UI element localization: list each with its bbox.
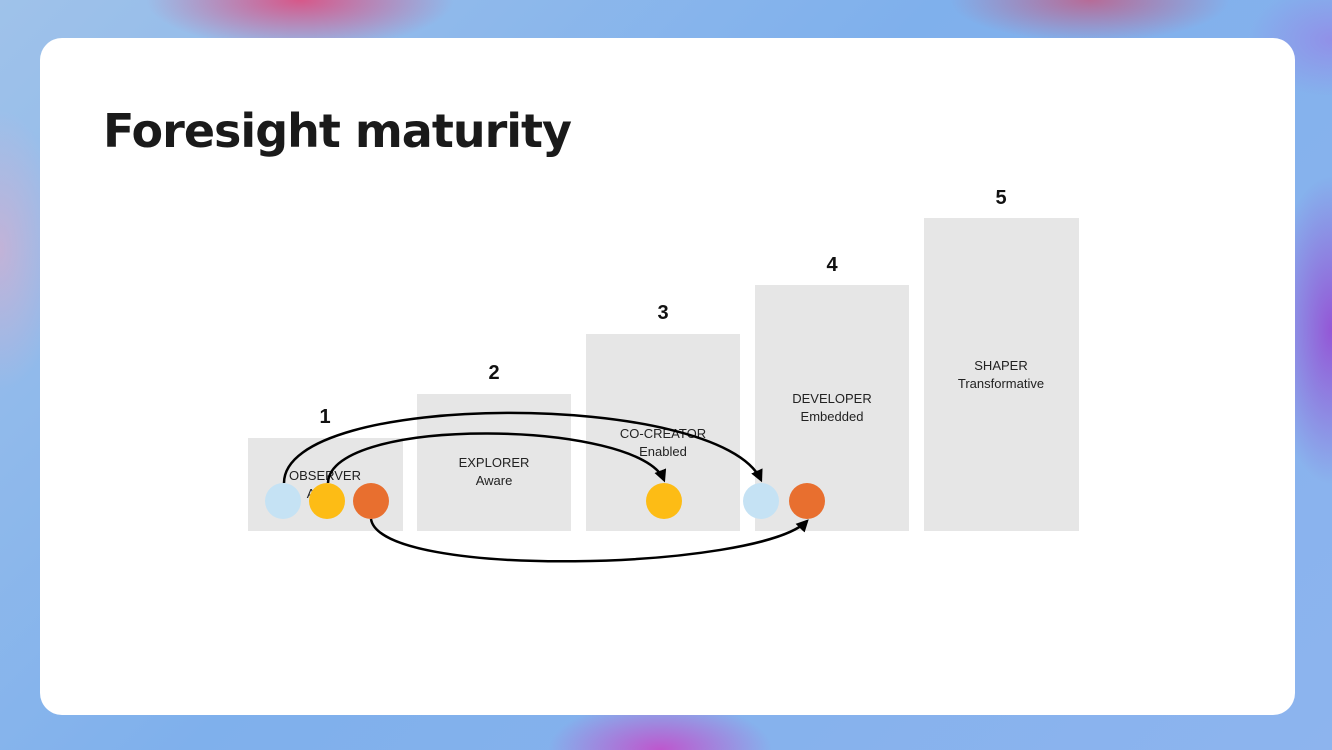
stage-5-level: Transformative (958, 376, 1044, 391)
stage-3-level: Enabled (639, 444, 687, 459)
stage-5-number: 5 (995, 187, 1006, 209)
light-blue-marker-stage-4 (743, 483, 779, 519)
stage-4-level: Embedded (801, 409, 864, 424)
stage-2-level: Aware (476, 473, 513, 488)
stage-2-name: EXPLORER (459, 455, 530, 470)
orange-marker-stage-1 (353, 483, 389, 519)
arrow-orange-to-stage-4 (369, 518, 809, 563)
yellow-marker-stage-1 (309, 483, 345, 519)
stage-3-number: 3 (657, 302, 668, 324)
stage-1-name: OBSERVER (289, 468, 361, 483)
light-blue-marker-stage-1 (265, 483, 301, 519)
arrow-light-blue-to-stage-4 (282, 411, 763, 484)
stage-4-bar (755, 285, 909, 531)
yellow-marker-stage-3 (646, 483, 682, 519)
orange-marker-stage-4 (789, 483, 825, 519)
stage-4-number: 4 (826, 254, 838, 276)
stage-2-bar (417, 394, 571, 531)
slide-title: Foresight maturity (103, 104, 572, 158)
arrow-yellow-to-stage-3 (326, 432, 667, 484)
stage-3-name: CO-CREATOR (620, 426, 706, 441)
stage-4-name: DEVELOPER (792, 391, 871, 406)
stage-5-name: SHAPER (974, 358, 1027, 373)
stage-2-number: 2 (488, 362, 499, 384)
stage-1-number: 1 (319, 406, 330, 428)
stage-5-bar (924, 218, 1079, 531)
